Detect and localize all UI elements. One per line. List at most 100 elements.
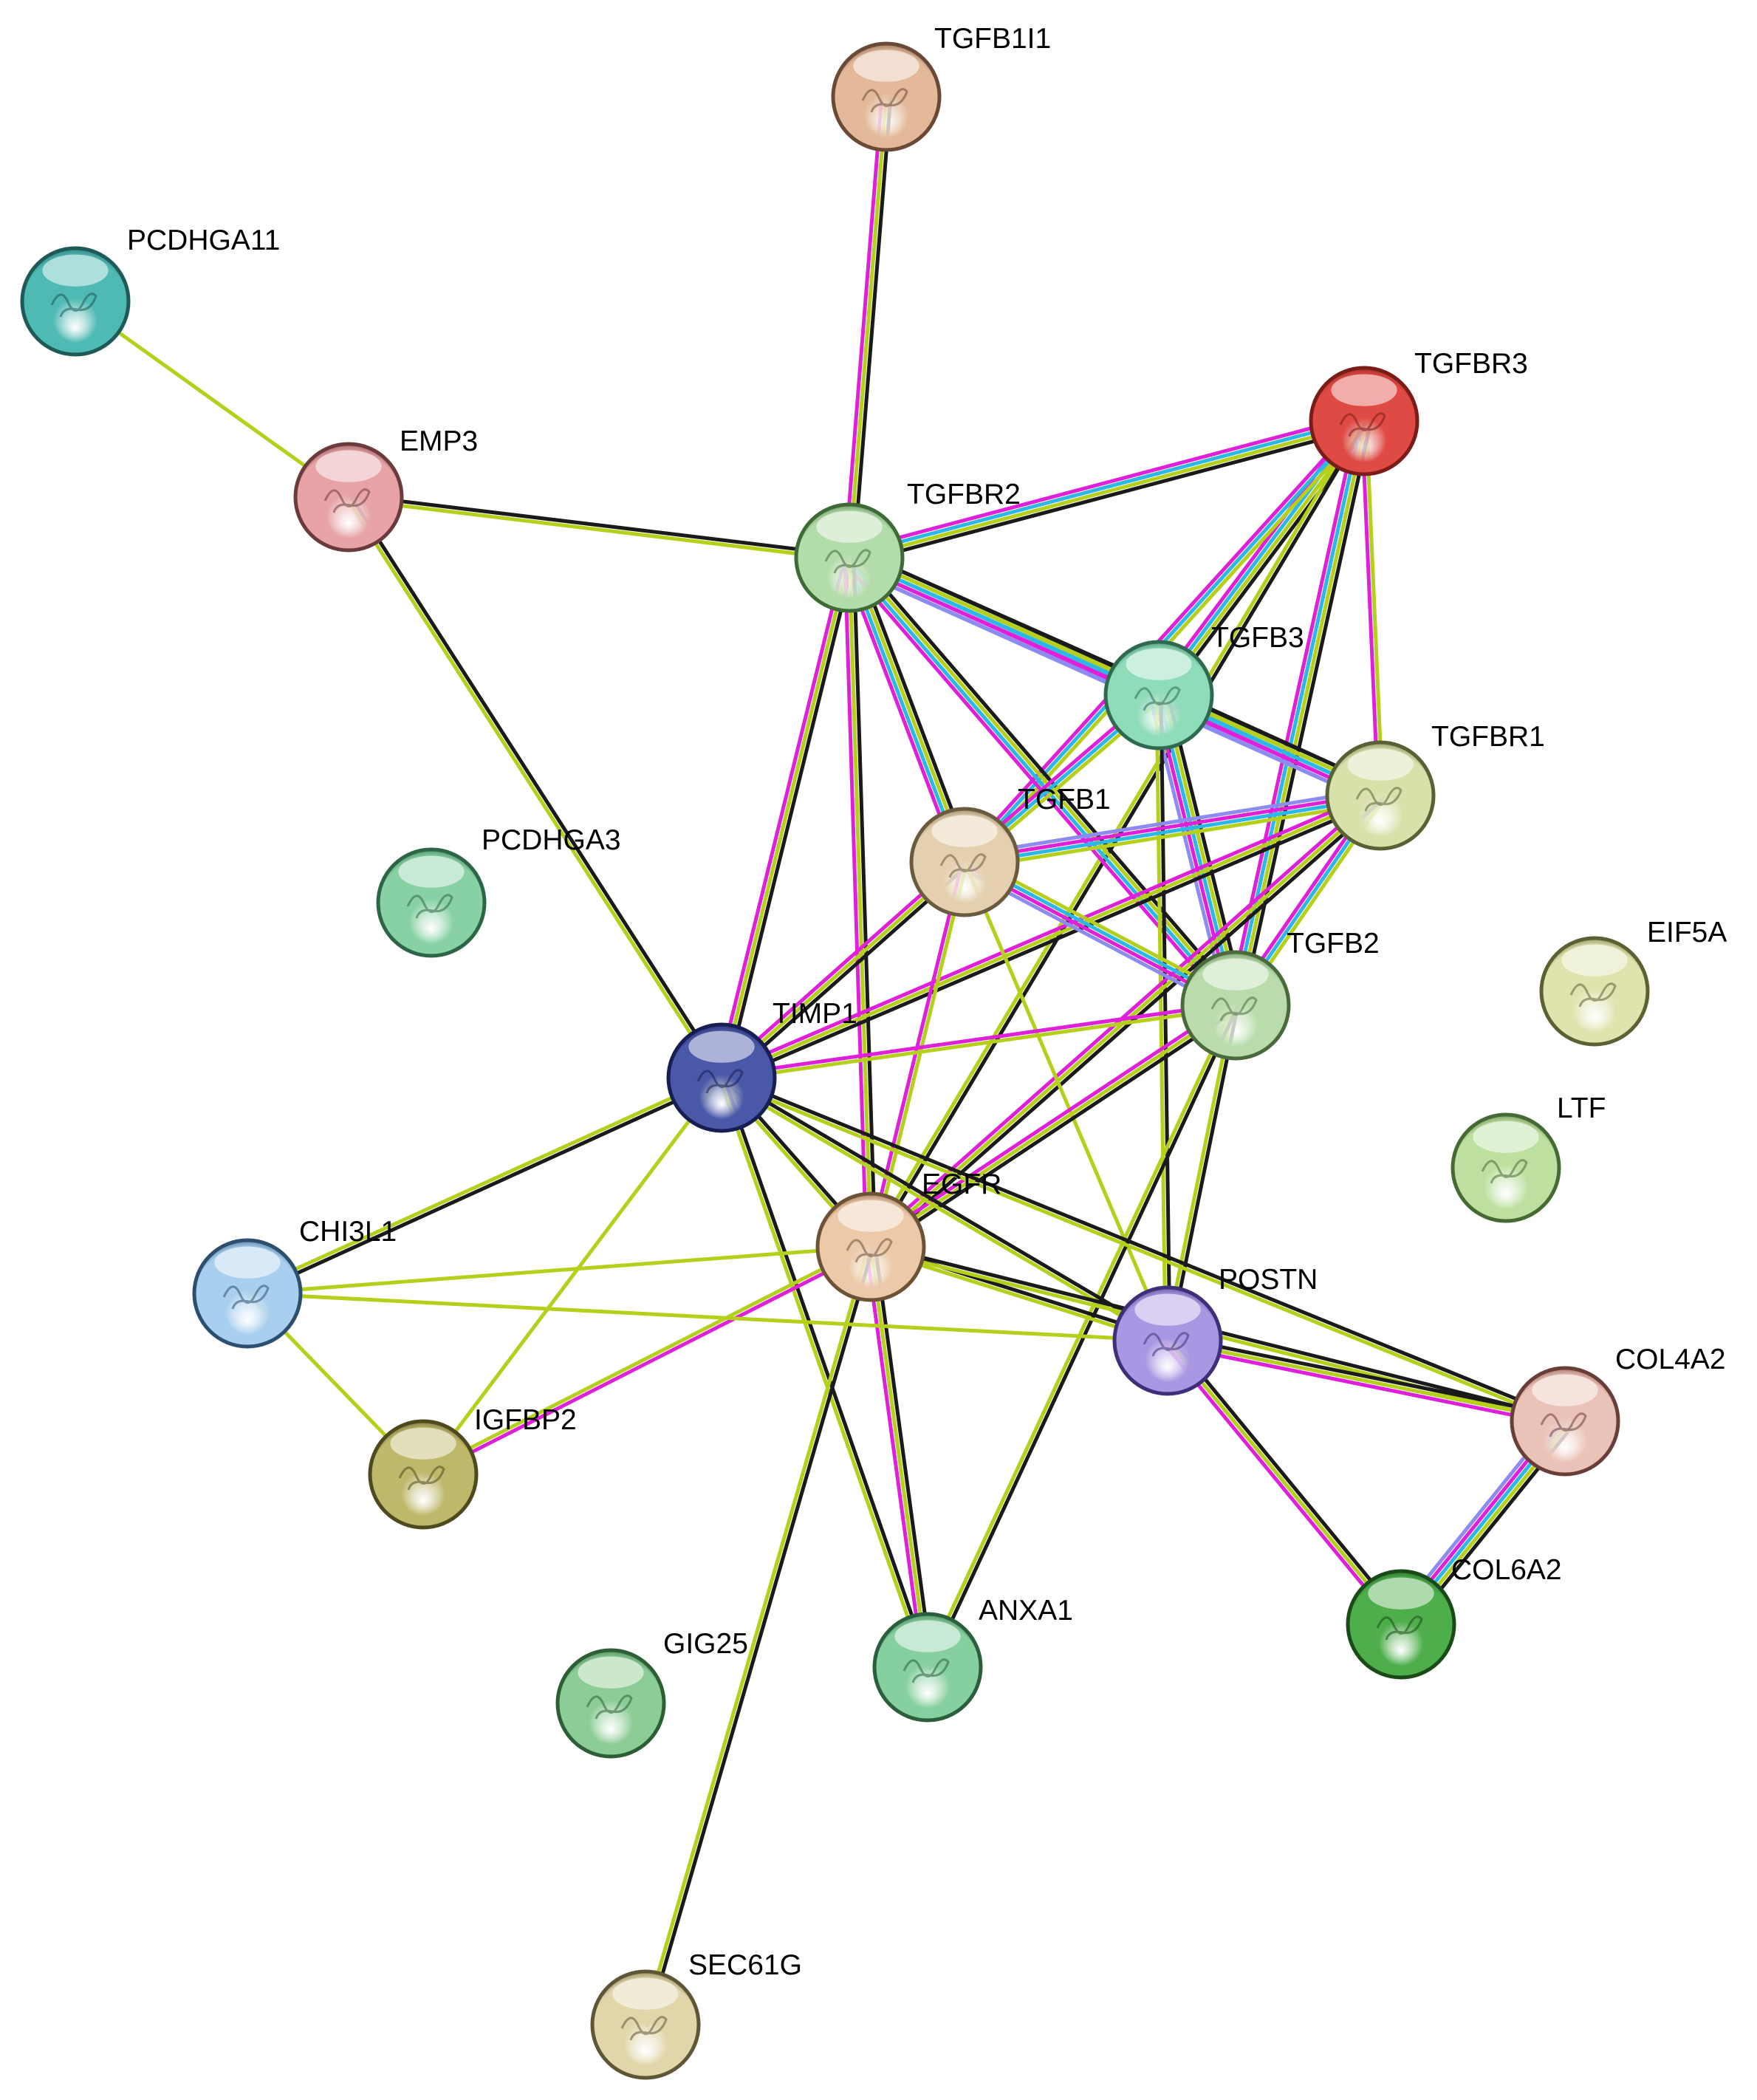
protein-structure-icon — [398, 1465, 445, 1491]
edge-tgfbr1-tgfb1 — [962, 787, 1383, 871]
edge-channel-black — [721, 1073, 1171, 1341]
protein-structure-icon — [903, 1658, 950, 1683]
node-postn[interactable]: POSTN — [1112, 1264, 1318, 1396]
edge-tgfbr2-egfr — [843, 555, 877, 1249]
node-label: CHI3L1 — [299, 1216, 397, 1248]
edge-channel-yellowgreen — [421, 1075, 724, 1477]
protein-structure-icon — [1540, 1412, 1587, 1437]
node-highlight — [398, 855, 465, 888]
node-col6a2[interactable]: COL6A2 — [1346, 1554, 1562, 1680]
node-ltf[interactable]: LTF — [1451, 1092, 1606, 1223]
protein-structure-icon — [1569, 982, 1617, 1008]
node-tgfbr3[interactable]: TGFBR3 — [1309, 348, 1528, 476]
edge-channel-magenta — [1162, 1341, 1400, 1629]
protein-structure-icon — [222, 1285, 270, 1310]
protein-structure-icon — [1376, 1615, 1423, 1641]
node-tgfb1[interactable]: TGFB1 — [909, 784, 1111, 917]
edge-channel-yellowgreen — [963, 800, 1383, 871]
edge-egfr-igfbp2 — [420, 1242, 874, 1479]
edge-channel-black — [852, 95, 893, 560]
edge-channel-magenta — [715, 555, 847, 1079]
edge-channel-yellowgreen — [847, 555, 873, 1249]
node-label: TGFB1 — [1018, 784, 1111, 815]
protein-structure-icon — [323, 488, 371, 513]
node-highlight — [1202, 958, 1269, 991]
edge-channel-cyan — [846, 417, 1366, 558]
node-label: TIMP1 — [773, 998, 857, 1030]
node-tgfbr2[interactable]: TGFBR2 — [794, 479, 1021, 613]
edge-channel-black — [346, 493, 852, 558]
node-egfr[interactable]: EGFR — [815, 1169, 1001, 1302]
node-label: TGFB1I1 — [934, 23, 1051, 55]
node-label: GIG25 — [663, 1628, 748, 1660]
node-pcdhga3[interactable]: PCDHGA3 — [376, 824, 621, 958]
node-highlight — [1532, 1374, 1598, 1406]
node-label: TGFBR1 — [1431, 721, 1545, 753]
node-label: EIF5A — [1647, 917, 1727, 948]
node-tgfbr1[interactable]: TGFBR1 — [1325, 721, 1545, 851]
edge-tgfbr3-tgfbr2 — [846, 412, 1368, 567]
edge-tgfbr2-tgfb2 — [842, 551, 1243, 1012]
edge-channel-yellowgreen — [346, 497, 852, 562]
node-label: SEC61G — [688, 1949, 802, 1981]
node-label: COL4A2 — [1615, 1344, 1726, 1375]
edge-channel-magenta — [1165, 1343, 1566, 1428]
protein-structure-icon — [1143, 1332, 1190, 1357]
edge-channel-black — [1240, 420, 1373, 1009]
node-igfbp2[interactable]: IGFBP2 — [368, 1404, 577, 1530]
node-anxa1[interactable]: ANXA1 — [872, 1595, 1073, 1723]
protein-structure-icon — [406, 894, 453, 919]
node-label: TGFB3 — [1211, 622, 1304, 654]
edge-channel-yellowgreen — [869, 1003, 1238, 1249]
edge-tgfbr2-timp1 — [715, 555, 856, 1081]
node-emp3[interactable]: EMP3 — [293, 425, 478, 553]
edge-egfr-anxa1 — [864, 1244, 934, 1670]
protein-structure-icon — [1210, 996, 1258, 1022]
node-highlight — [1331, 374, 1397, 406]
edge-channel-yellowgreen — [719, 1005, 1238, 1082]
node-timp1[interactable]: TIMP1 — [666, 998, 857, 1133]
edge-tgfb1-postn — [962, 860, 1170, 1343]
edge-channel-yellowgreen — [719, 1078, 1566, 1426]
edge-channel-yellowgreen — [849, 554, 1239, 1006]
edge-tgfb2-postn — [1163, 1002, 1240, 1344]
node-sec61g[interactable]: SEC61G — [590, 1949, 802, 2080]
node-col4a2[interactable]: COL4A2 — [1510, 1344, 1726, 1477]
node-highlight — [1473, 1121, 1539, 1153]
edge-channel-black — [852, 555, 877, 1249]
edge-pcdhga11-emp3 — [73, 299, 351, 499]
edge-channel-black — [1169, 1335, 1407, 1624]
edge-channel-black — [349, 493, 726, 1078]
protein-structure-icon — [1134, 686, 1181, 711]
edge-channel-black — [721, 798, 1384, 1084]
edge-emp3-tgfbr2 — [346, 493, 852, 562]
node-highlight — [390, 1427, 456, 1460]
node-tgfb2[interactable]: TGFB2 — [1180, 928, 1380, 1061]
edge-channel-magenta — [959, 416, 1363, 861]
protein-structure-icon — [1339, 412, 1386, 437]
edge-chi3l1-postn — [245, 1291, 1170, 1343]
node-tgfb3[interactable]: TGFB3 — [1103, 622, 1304, 750]
edge-channel-magenta — [843, 95, 884, 560]
protein-structure-icon — [586, 1694, 633, 1720]
edge-channel-yellowgreen — [848, 421, 1367, 562]
node-highlight — [1347, 748, 1414, 781]
node-eif5a[interactable]: EIF5A — [1539, 917, 1727, 1047]
protein-structure-icon — [50, 293, 97, 318]
node-pcdhga11[interactable]: PCDHGA11 — [20, 225, 280, 357]
edge-timp1-chi3l1 — [244, 1073, 725, 1298]
node-highlight — [816, 510, 883, 543]
node-label: POSTN — [1219, 1264, 1318, 1296]
node-label: TGFBR2 — [907, 479, 1021, 510]
edge-postn-col4a2 — [1165, 1334, 1568, 1428]
node-tgfb1i1[interactable]: TGFB1I1 — [831, 23, 1051, 152]
edge-channel-magenta — [719, 1001, 1238, 1078]
edge-channel-yellowgreen — [869, 1245, 930, 1669]
node-chi3l1[interactable]: CHI3L1 — [192, 1216, 397, 1349]
edge-egfr-sec61g — [641, 1244, 875, 2028]
node-gig25[interactable]: GIG25 — [555, 1628, 748, 1759]
edge-egfr-chi3l1 — [245, 1245, 873, 1296]
edge-emp3-timp1 — [344, 493, 726, 1081]
